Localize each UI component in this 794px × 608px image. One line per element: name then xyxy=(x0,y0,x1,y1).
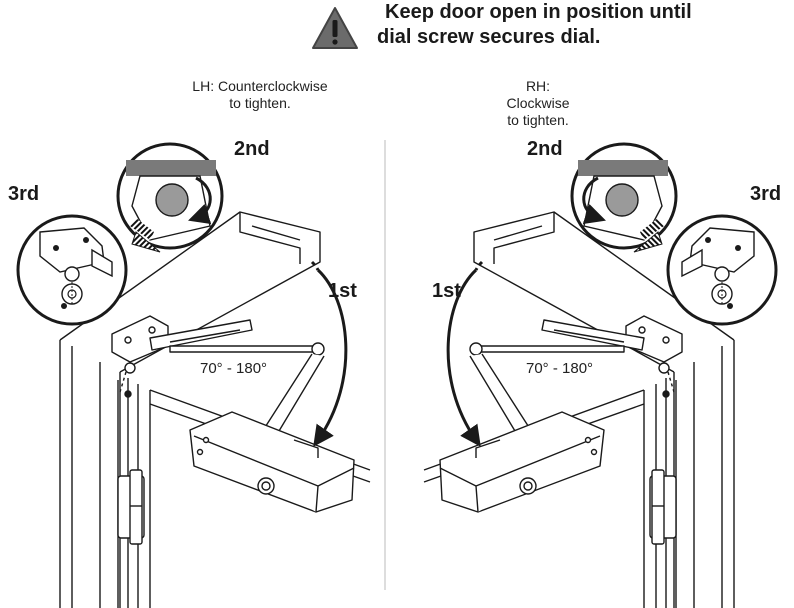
left-angle-range: 70° - 180° xyxy=(200,360,268,377)
left-step-1st: 1st xyxy=(328,280,357,302)
left-step-2nd: 2nd xyxy=(234,138,270,160)
right-step-3rd: 3rd xyxy=(750,183,782,205)
right-assembly xyxy=(423,142,778,608)
right-instruction-line-1: RH: xyxy=(525,78,551,94)
right-angle-range: 70° - 180° xyxy=(526,360,594,377)
left-closer-body xyxy=(189,411,355,513)
left-first-arrow-tail xyxy=(310,260,320,271)
left-detail-circle-2nd xyxy=(116,142,224,253)
right-step-1st: 1st xyxy=(432,280,461,302)
left-hinge xyxy=(117,469,145,545)
right-step-2nd: 2nd xyxy=(527,138,563,160)
warning-message: Keep door open in position until dial sc… xyxy=(377,0,777,50)
left-detail-circle-3rd xyxy=(16,214,128,326)
left-instruction-line-1: LH: Counterclockwise xyxy=(192,78,328,94)
warning-line-1: Keep door open in position until xyxy=(385,1,692,23)
right-instruction: RH: Clockwise to tighten. xyxy=(488,78,588,129)
warning-triangle-icon xyxy=(312,7,358,49)
left-instruction-line-2: to tighten. xyxy=(229,95,291,111)
right-instruction-line-3: to tighten. xyxy=(507,112,569,128)
left-first-arrow xyxy=(313,268,348,447)
left-instruction: LH: Counterclockwise to tighten. xyxy=(160,78,360,112)
warning-line-2: dial screw secures dial. xyxy=(377,26,601,48)
right-instruction-line-2: Clockwise xyxy=(506,95,570,111)
left-step-3rd: 3rd xyxy=(8,183,40,205)
